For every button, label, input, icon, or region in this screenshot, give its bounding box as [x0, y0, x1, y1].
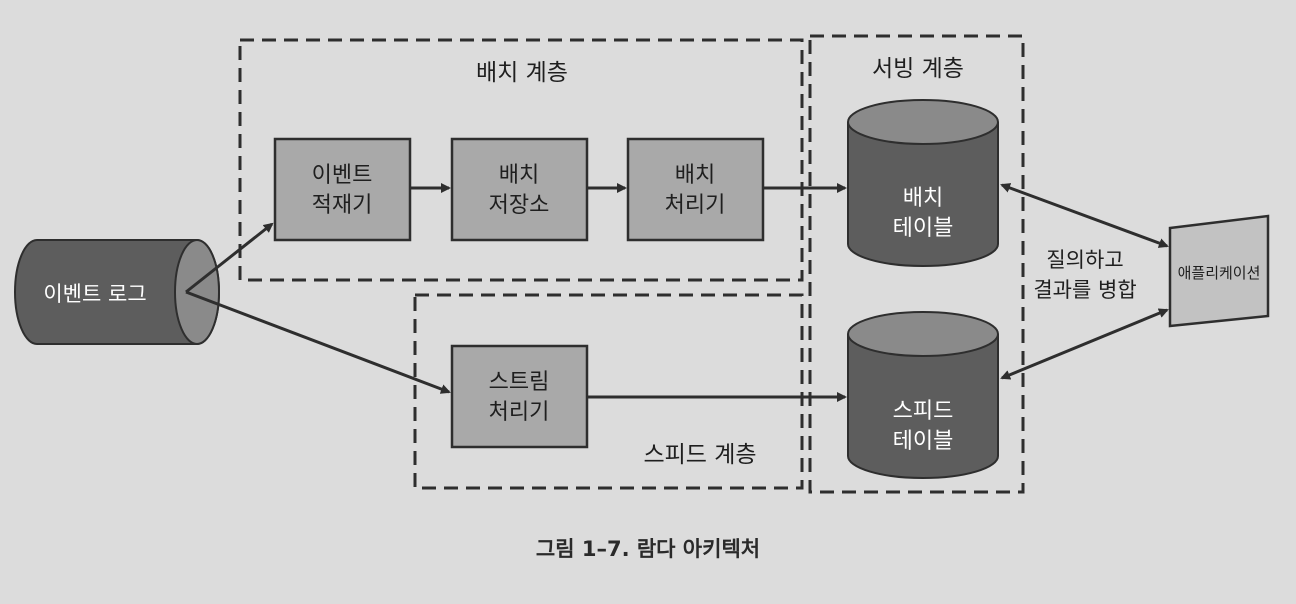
speed-table-label-2: 테이블 [893, 429, 954, 454]
query-merge-label-1: 질의하고 [1046, 248, 1123, 272]
batch-storage-label-1: 배치 [499, 163, 539, 188]
batch-processor-box: 배치 처리기 [626, 137, 765, 242]
figure-caption: 그림 1–7. 람다 아키텍처 [536, 537, 760, 561]
event-store-label-1: 이벤트 [312, 163, 373, 188]
batch-layer-region [238, 38, 804, 282]
serving-layer-region [808, 34, 1025, 494]
event-store-label-2: 적재기 [312, 193, 373, 218]
stream-processor-label-1: 스트림 [489, 370, 550, 395]
serving-layer-label: 서빙 계층 [872, 56, 964, 82]
speed-layer-label: 스피드 계층 [643, 442, 756, 468]
batch-table-cylinder: 배치 테이블 [847, 99, 999, 267]
speed-table-cylinder: 스피드 테이블 [847, 311, 999, 479]
query-merge-label-2: 결과를 병합 [1033, 278, 1136, 302]
application-box: 애플리케이션 [1168, 214, 1270, 328]
event-log-label: 이벤트 로그 [43, 282, 146, 306]
batch-storage-label-2: 저장소 [489, 193, 550, 218]
batch-storage-box: 배치 저장소 [450, 137, 589, 242]
arrow-speed-table-to-application [1000, 308, 1169, 380]
application-label: 애플리케이션 [1178, 264, 1261, 282]
batch-layer-label: 배치 계층 [476, 60, 568, 86]
stream-processor-label-2: 처리기 [489, 400, 550, 425]
batch-table-label-1: 배치 [903, 186, 943, 211]
stream-processor-box: 스트림 처리기 [450, 344, 589, 449]
batch-processor-label-1: 배치 [675, 163, 715, 188]
event-store-box: 이벤트 적재기 [273, 137, 412, 242]
arrow-log-to-event-store [185, 222, 274, 294]
speed-layer-region [413, 293, 804, 490]
event-log-cylinder: 이벤트 로그 [14, 239, 220, 345]
batch-table-label-2: 테이블 [893, 216, 954, 241]
arrow-log-to-stream-processor [185, 290, 451, 394]
batch-processor-label-2: 처리기 [665, 193, 726, 218]
arrow-batch-table-to-application [1000, 183, 1169, 248]
speed-table-label-1: 스피드 [893, 399, 954, 424]
